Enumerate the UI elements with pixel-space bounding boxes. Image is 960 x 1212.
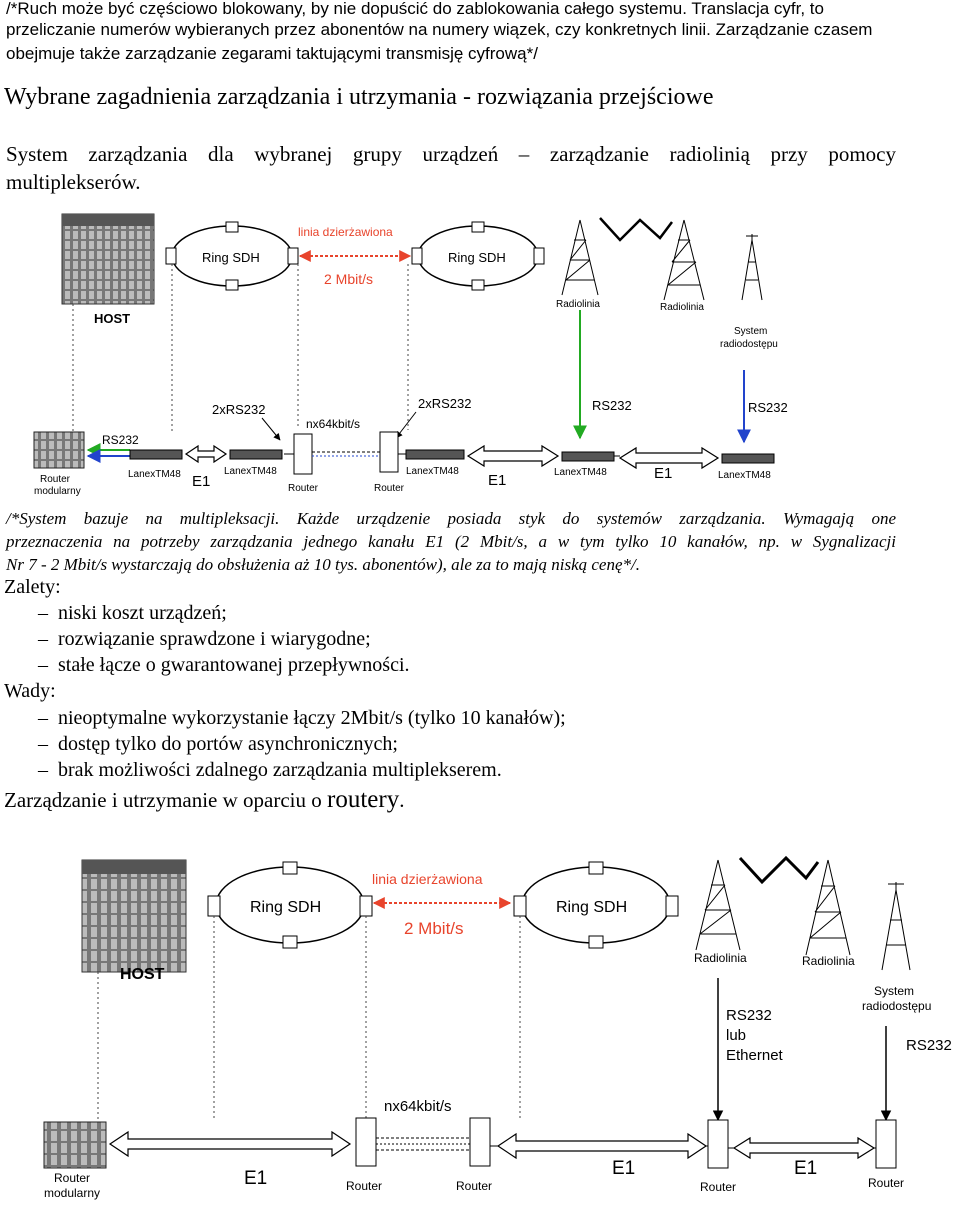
router-a-label: Router <box>288 483 319 494</box>
e1-label-3: E1 <box>654 465 672 482</box>
host-2-label: HOST <box>120 966 165 983</box>
note-line-2: przeznaczenia na potrzeby zarządzania je… <box>6 532 896 551</box>
cons-item-3: –brak możliwości zdalnego zarządzania mu… <box>38 759 502 781</box>
router-a-icon <box>293 433 313 475</box>
radio-tower-2-icon <box>663 219 705 301</box>
lanex-2-label: LanexTM48 <box>224 466 277 477</box>
router-b-label: Router <box>374 483 405 494</box>
router-2d-icon <box>875 1119 897 1169</box>
pros-item-2: –rozwiązanie sprawdzone i wiarygodne; <box>38 628 371 650</box>
ring-right-2-label: Ring SDH <box>556 899 627 916</box>
radio-2b-label: Radiolinia <box>802 954 855 968</box>
note-line-3: Nr 7 - 2 Mbit/s wystarczają do obsłużeni… <box>6 555 640 574</box>
rs232-router-label: RS232 <box>102 433 139 447</box>
note-line-1: /*System bazuje na multipleksacji. Każde… <box>6 509 896 528</box>
cons-item-1: –nieoptymalne wykorzystanie łączy 2Mbit/… <box>38 707 566 729</box>
modular-router-2-label-2: modularny <box>44 1186 100 1200</box>
e1-label-2: E1 <box>488 472 506 489</box>
pros-item-1: –niski koszt urządzeń; <box>38 602 227 624</box>
cons-item-2: –dostęp tylko do portów asynchronicznych… <box>38 733 398 755</box>
router-2a-label: Router <box>346 1179 382 1193</box>
modular-router-label-2: modularny <box>34 486 81 497</box>
radio-2a-label: Radiolinia <box>694 951 747 965</box>
leased-line-2-label: linia dzierżawiona <box>372 871 483 887</box>
speed-2-label: 2 Mbit/s <box>404 919 464 938</box>
modular-router-label-1: Router <box>40 474 71 485</box>
router-2a-icon <box>355 1117 377 1167</box>
pros-item-3: –stałe łącze o gwarantowanej przepływnoś… <box>38 654 410 676</box>
access-antenna-2-icon <box>881 882 911 971</box>
router-2b-label: Router <box>456 1179 492 1193</box>
diagram-routers: HOST Ring SDH Ring SDH linia dzierżawion… <box>43 855 952 1200</box>
radio-tower-2a-icon <box>695 859 741 951</box>
modular-router-2-label-1: Router <box>54 1171 90 1185</box>
lanex-4-label: LanexTM48 <box>554 467 607 478</box>
e1-arrow-3 <box>618 446 720 470</box>
pros-title: Zalety: <box>4 576 61 598</box>
intro-line-3: obejmuje także zarządzanie zegarami takt… <box>6 44 538 63</box>
radio-link-2-icon <box>738 855 820 885</box>
lanex-1-label: LanexTM48 <box>128 469 181 480</box>
radio-link-icon <box>599 217 673 242</box>
router-2c-icon <box>707 1119 729 1169</box>
e1-label-1: E1 <box>192 473 210 490</box>
router-2b-icon <box>469 1117 491 1167</box>
host-server-icon <box>61 213 155 305</box>
modular-router-2-icon <box>43 1121 107 1169</box>
access-rs232-2-label: RS232 <box>906 1037 952 1054</box>
leased-line-label: linia dzierżawiona <box>298 225 393 239</box>
lanex-3-label: LanexTM48 <box>406 466 459 477</box>
host-label: HOST <box>94 311 130 326</box>
lanex-3-icon <box>405 449 465 460</box>
e1-arrow-1 <box>184 444 228 464</box>
radio-2-label: Radiolinia <box>660 302 704 313</box>
ring-left-label: Ring SDH <box>202 250 260 265</box>
routers-heading: Zarządzanie i utrzymanie w oparciu o rou… <box>4 786 405 813</box>
e1-2-arrow-3 <box>732 1136 876 1160</box>
e1-2-label-1: E1 <box>244 1168 267 1189</box>
lanex-5-label: LanexTM48 <box>718 470 771 481</box>
rs232x2-left-label: 2xRS232 <box>212 402 265 417</box>
intro-line-1: /*Ruch może być częściowo blokowany, by … <box>6 0 824 18</box>
lanex-5-icon <box>721 453 775 464</box>
lanex-4-icon <box>561 451 615 462</box>
rs232-access-label: RS232 <box>748 400 788 415</box>
rs232-label-line-2: lub <box>726 1027 746 1044</box>
router-2c-label: Router <box>700 1180 736 1194</box>
section-heading: Wybrane zagadnienia zarządzania i utrzym… <box>4 84 714 110</box>
e1-2-arrow-1 <box>108 1130 352 1158</box>
access-system-label-1: System <box>734 326 767 337</box>
rs232-label-line-3: Ethernet <box>726 1047 784 1064</box>
lanex-1-icon <box>129 449 183 460</box>
radio-1-label: Radiolinia <box>556 299 600 310</box>
access-system-2-label-1: System <box>874 984 914 998</box>
ring-right-label: Ring SDH <box>448 250 506 265</box>
e1-2-label-3: E1 <box>794 1158 817 1179</box>
ring-left-2-label: Ring SDH <box>250 899 321 916</box>
router-b-icon <box>379 431 399 473</box>
lanex-2-icon <box>229 449 283 460</box>
cons-title: Wady: <box>4 680 56 702</box>
nx64-label: nx64kbit/s <box>306 417 360 431</box>
rs232-label-line-1: RS232 <box>726 1007 772 1024</box>
access-system-label-2: radiodostępu <box>720 339 778 350</box>
host-server-2-icon <box>81 859 187 973</box>
modular-router-icon <box>33 431 85 469</box>
system-text-line-2: multiplekserów. <box>6 170 141 194</box>
nx64-2-label: nx64kbit/s <box>384 1098 452 1115</box>
intro-line-2: przeliczanie numerów wybieranych przez a… <box>6 20 873 39</box>
access-system-2-label-2: radiodostępu <box>862 999 931 1013</box>
router-2d-label: Router <box>868 1176 904 1190</box>
rs232-radio-label: RS232 <box>592 398 632 413</box>
system-text-line-1: System zarządzania dla wybranej grupy ur… <box>6 142 896 166</box>
radio-tower-2b-icon <box>805 859 851 956</box>
rs232x2-right-label: 2xRS232 <box>418 396 471 411</box>
speed-label: 2 Mbit/s <box>324 271 373 287</box>
access-antenna-icon <box>741 234 763 301</box>
diagram-multiplexers: HOST Ring SDH Ring SDH linia dzierżawion… <box>33 213 788 497</box>
e1-2-label-2: E1 <box>612 1158 635 1179</box>
radio-tower-1-icon <box>561 219 599 296</box>
e1-arrow-2 <box>466 444 560 468</box>
e1-2-arrow-2 <box>496 1132 708 1160</box>
